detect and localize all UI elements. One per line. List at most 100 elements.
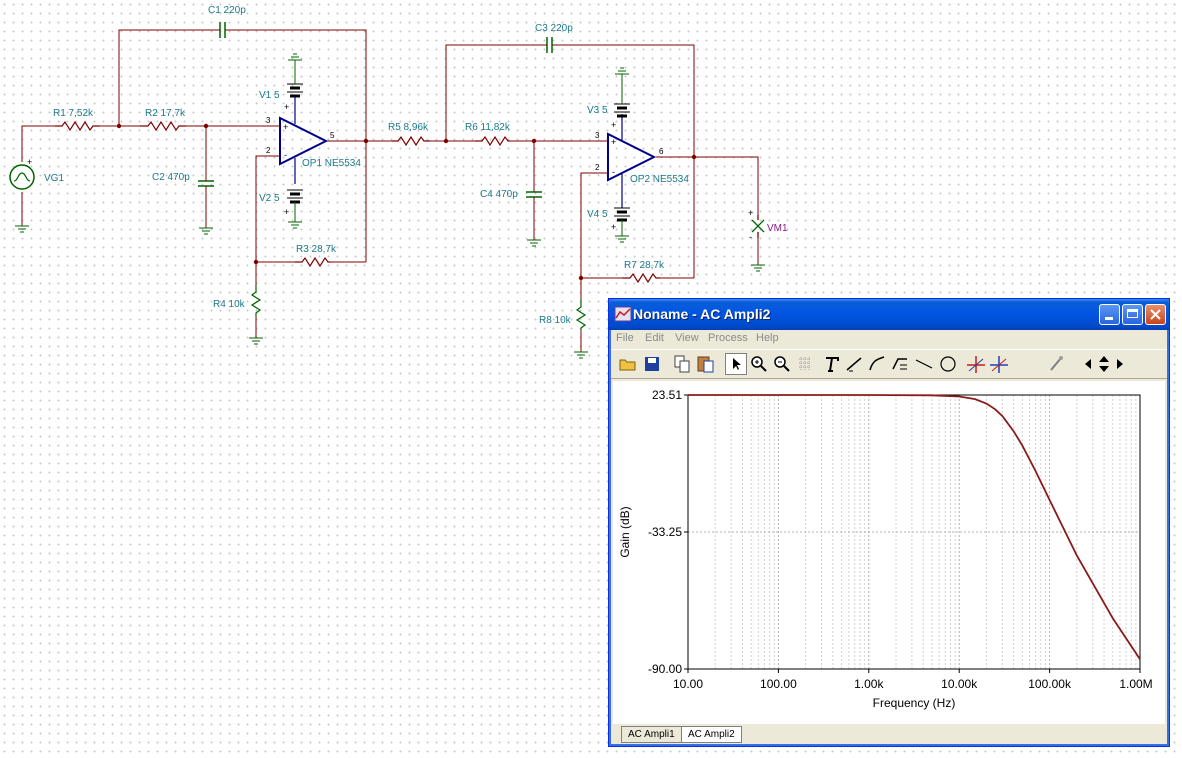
resistor-r4 — [250, 285, 262, 316]
grid-button[interactable] — [794, 353, 816, 375]
label-r7: R7 28,7k — [624, 260, 665, 271]
menu-process[interactable]: Process — [708, 332, 748, 344]
arrow-left-button[interactable] — [1081, 353, 1095, 375]
bezier-tool-button[interactable] — [890, 353, 912, 375]
window-titlebar[interactable]: Noname - AC Ampli2 — [609, 299, 1169, 330]
line-tool-button[interactable] — [844, 353, 866, 375]
toolbar — [611, 349, 1167, 379]
zoom-in-button[interactable] — [748, 353, 770, 375]
resistors — [55, 120, 660, 284]
label-v4: V4 5 — [587, 209, 608, 220]
label-c2: C2 470p — [152, 172, 190, 183]
sign-vg1-plus: + — [27, 157, 32, 167]
label-c3: C3 220p — [535, 23, 573, 34]
label-c1: C1 220p — [208, 5, 246, 16]
sign-v3-plus: + — [611, 120, 616, 130]
copy-icon — [674, 355, 690, 373]
resistor-r8 — [575, 300, 587, 330]
menu-view[interactable]: View — [675, 332, 699, 344]
text-button[interactable] — [821, 353, 843, 375]
grid-icon — [799, 357, 811, 370]
cursor-a-icon — [967, 356, 985, 373]
pointer-button[interactable] — [725, 353, 747, 375]
cursor-a-button[interactable] — [965, 353, 987, 375]
battery-symbols — [287, 83, 630, 222]
open-icon — [619, 359, 636, 371]
curve-tool-button[interactable] — [867, 353, 889, 375]
zoom-out-button[interactable] — [771, 353, 793, 375]
chart-app-icon — [614, 306, 632, 322]
arrow-right-icon — [1117, 359, 1123, 369]
arrow-up-down-icon — [1099, 356, 1109, 372]
menu-help[interactable]: Help — [756, 332, 779, 344]
junctions — [116, 123, 697, 281]
label-vm1: VM1 — [767, 223, 788, 234]
y-axis-label: Gain (dB) — [618, 506, 632, 557]
arrow-right-button[interactable] — [1113, 353, 1127, 375]
y-ticks: 23.51-33.25-90.00 — [648, 388, 688, 676]
menu-edit[interactable]: Edit — [645, 332, 664, 344]
sign-op1-plus: + — [283, 122, 288, 132]
signal-generator-vg1 — [9, 164, 35, 190]
label-op2: OP2 NE5534 — [630, 174, 689, 185]
resistor-r2 — [140, 120, 186, 132]
label-r1: R1 7,52k — [53, 108, 94, 119]
opamp-op1 — [270, 96, 329, 184]
pin-op2-2: 2 — [595, 163, 600, 172]
x-axis-label: Frequency (Hz) — [873, 696, 956, 710]
x-tick-label: 100.00 — [760, 677, 797, 691]
label-vg1: VG1 — [44, 173, 64, 184]
resistor-r1 — [55, 120, 100, 132]
maximize-button[interactable] — [1122, 304, 1143, 325]
analysis-window: Noname - AC Ampli2 File Edit View Proces… — [608, 298, 1170, 747]
label-r8: R8 10k — [539, 315, 572, 326]
pin-op1-5: 5 — [330, 131, 335, 140]
tab-ac-ampli1[interactable]: AC Ampli1 — [621, 726, 682, 743]
tab-ac-ampli2[interactable]: AC Ampli2 — [681, 726, 742, 743]
close-button[interactable] — [1145, 304, 1166, 325]
open-button[interactable] — [617, 353, 639, 375]
series-line-gain — [688, 394, 1141, 660]
menu-file[interactable]: File — [616, 332, 634, 344]
blank-button[interactable] — [1021, 353, 1043, 375]
wires — [21, 29, 759, 352]
zoom-out-icon — [774, 356, 790, 372]
paste-button[interactable] — [695, 353, 717, 375]
pin-op1-3: 3 — [266, 116, 271, 125]
pin-op2-6: 6 — [659, 147, 664, 156]
save-button[interactable] — [641, 353, 663, 375]
probe-button[interactable] — [1046, 353, 1068, 375]
close-icon — [1150, 309, 1161, 320]
capacitors — [198, 22, 553, 198]
voltmeter-vm1 — [751, 215, 765, 238]
ground-symbols — [15, 53, 765, 359]
y-tick-label: -90.00 — [648, 662, 682, 676]
cursor-b-button[interactable] — [988, 353, 1010, 375]
minimize-button[interactable] — [1099, 304, 1120, 325]
label-r3: R3 28,7k — [296, 244, 337, 255]
sign-vm1-minus: - — [749, 232, 752, 242]
tab-strip: AC Ampli1 AC Ampli2 — [613, 726, 1165, 744]
y-tick-label: 23.51 — [652, 388, 682, 402]
curve-tool-icon — [869, 356, 885, 371]
pin-op1-2: 2 — [266, 146, 271, 155]
save-icon — [645, 357, 659, 371]
sign-v4-plus: + — [611, 222, 616, 232]
label-c4: C4 470p — [480, 189, 518, 200]
window-title: Noname - AC Ampli2 — [633, 306, 771, 322]
arrow-left-icon — [1085, 359, 1091, 369]
label-v1: V1 5 — [259, 90, 280, 101]
x-tick-label: 10.00 — [673, 677, 703, 691]
copy-button[interactable] — [671, 353, 693, 375]
blank-icon — [1021, 353, 1043, 375]
circle-button[interactable] — [937, 353, 959, 375]
sign-v2-plus: + — [284, 207, 289, 217]
arrow-up-down-button[interactable] — [1095, 353, 1113, 375]
x-tick-label: 100.00k — [1028, 677, 1072, 691]
menu-bar: File Edit View Process Help — [611, 330, 1167, 347]
line-button[interactable] — [913, 353, 935, 375]
probe-icon — [1050, 356, 1063, 371]
chart-grid — [688, 395, 1140, 669]
